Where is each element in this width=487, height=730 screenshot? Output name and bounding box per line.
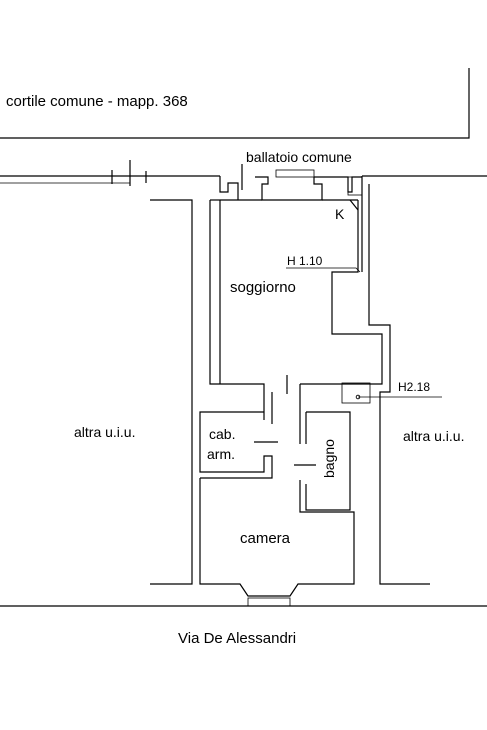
height-marker-2: H2.18	[358, 380, 442, 398]
partition-walls	[271, 375, 371, 444]
neighbour-left: altra u.i.u.	[74, 199, 193, 585]
bedroom-label: camera	[240, 530, 291, 547]
closet-label-line1: cab.	[209, 426, 235, 442]
kitchen-label: K	[335, 206, 345, 222]
other-unit-right-label: altra u.i.u.	[403, 428, 464, 444]
other-unit-left-label: altra u.i.u.	[74, 424, 135, 440]
closet-room: cab. arm.	[199, 411, 278, 479]
closet-label-line2: arm.	[207, 446, 235, 462]
street-label: Via De Alessandri	[178, 630, 296, 647]
balcony-label: ballatoio comune	[246, 149, 352, 165]
height-label-1: H 1.10	[287, 254, 323, 268]
neighbour-right: altra u.i.u.	[403, 428, 464, 444]
height-label-2: H2.18	[398, 380, 430, 394]
street-facade: Via De Alessandri	[0, 605, 487, 647]
courtyard-area: cortile comune - mapp. 368	[0, 68, 470, 139]
bathroom-room: bagno	[294, 411, 355, 520]
living-room-label: soggiorno	[230, 279, 296, 296]
balcony-line: ballatoio comune	[0, 149, 487, 186]
apartment-top-wall	[219, 164, 363, 201]
apartment-right-wall: K	[300, 176, 430, 585]
courtyard-label: cortile comune - mapp. 368	[6, 93, 188, 110]
bedroom-room: camera	[199, 478, 355, 607]
apartment-left-wall	[209, 199, 265, 420]
height-marker-1: H 1.10	[286, 254, 361, 273]
bathroom-label: bagno	[321, 439, 337, 478]
